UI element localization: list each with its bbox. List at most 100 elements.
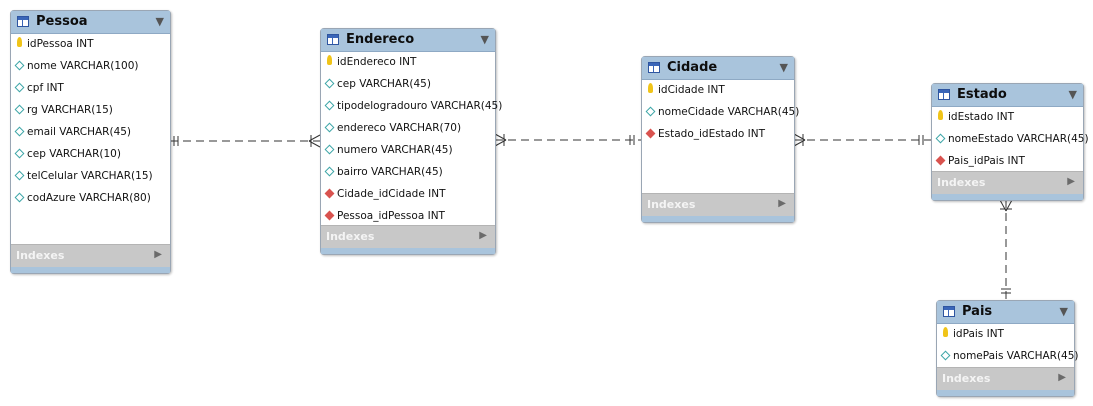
foreign-key-icon	[935, 155, 946, 166]
attribute-icon	[14, 126, 25, 137]
table-name: Cidade	[667, 60, 718, 75]
table-header[interactable]: Endereco ▼	[321, 29, 495, 52]
attribute-icon	[324, 78, 335, 89]
column-label: idPessoa INT	[27, 38, 94, 50]
table-footer	[321, 248, 495, 254]
column-row[interactable]: cpf INT	[11, 78, 170, 100]
column-label: nomeCidade VARCHAR(45)	[658, 106, 800, 118]
column-row[interactable]: idPais INT	[937, 324, 1074, 346]
column-label: idCidade INT	[658, 84, 725, 96]
table-name: Estado	[957, 87, 1007, 102]
column-label: cep VARCHAR(10)	[27, 148, 121, 160]
table-header[interactable]: Cidade ▼	[642, 57, 794, 80]
column-label: Pessoa_idPessoa INT	[337, 210, 445, 222]
column-row[interactable]: nomeCidade VARCHAR(45)	[642, 102, 799, 124]
chevron-down-icon[interactable]: ▼	[779, 61, 788, 74]
column-label: idPais INT	[953, 328, 1004, 340]
indexes-section[interactable]: Indexes ▶	[642, 193, 794, 216]
indexes-label: Indexes	[647, 198, 696, 211]
column-label: idEndereco INT	[337, 56, 417, 68]
indexes-label: Indexes	[16, 249, 65, 262]
attribute-icon	[14, 192, 25, 203]
table-icon	[17, 16, 29, 27]
column-row[interactable]: cep VARCHAR(10)	[11, 144, 170, 166]
indexes-section[interactable]: Indexes ▶	[11, 244, 170, 267]
chevron-down-icon[interactable]: ▼	[1059, 305, 1068, 318]
table-header[interactable]: Estado ▼	[932, 84, 1083, 107]
indexes-label: Indexes	[326, 230, 375, 243]
expand-arrow-icon[interactable]: ▶	[154, 249, 162, 260]
column-row[interactable]: endereco VARCHAR(70)	[321, 118, 495, 140]
table-estado[interactable]: Estado ▼ idEstado INT nomeEstado VARCHAR(45…	[931, 83, 1089, 201]
column-row[interactable]: rg VARCHAR(15)	[11, 100, 170, 122]
column-row[interactable]: idCidade INT	[642, 80, 794, 102]
attribute-icon	[324, 100, 335, 111]
column-row[interactable]: nome VARCHAR(100)	[11, 56, 170, 78]
table-endereco[interactable]: Endereco ▼ idEndereco INT cep VARCHAR(45) ti…	[320, 28, 502, 255]
column-label: codAzure VARCHAR(80)	[27, 192, 151, 204]
table-name: Pessoa	[36, 14, 88, 29]
column-row[interactable]: Cidade_idCidade INT	[321, 184, 495, 206]
table-icon	[943, 306, 955, 317]
column-label: Estado_idEstado INT	[658, 128, 766, 140]
table-name: Endereco	[346, 32, 415, 47]
column-row[interactable]: bairro VARCHAR(45)	[321, 162, 495, 184]
indexes-section[interactable]: Indexes ▶	[321, 225, 495, 248]
column-row[interactable]: Pessoa_idPessoa INT	[321, 206, 495, 228]
column-row[interactable]: cep VARCHAR(45)	[321, 74, 495, 96]
column-label: numero VARCHAR(45)	[337, 144, 453, 156]
chevron-down-icon[interactable]: ▼	[480, 33, 489, 46]
table-footer	[932, 194, 1083, 200]
expand-arrow-icon[interactable]: ▶	[1067, 176, 1075, 187]
column-row[interactable]: Estado_idEstado INT	[642, 124, 794, 146]
indexes-label: Indexes	[942, 372, 991, 385]
attribute-icon	[14, 148, 25, 159]
column-row[interactable]: codAzure VARCHAR(80)	[11, 188, 170, 210]
attribute-icon	[14, 170, 25, 181]
column-label: cep VARCHAR(45)	[337, 78, 431, 90]
table-footer	[642, 216, 794, 222]
foreign-key-icon	[324, 188, 335, 199]
expand-arrow-icon[interactable]: ▶	[479, 230, 487, 241]
indexes-section[interactable]: Indexes ▶	[932, 171, 1083, 194]
column-label: rg VARCHAR(15)	[27, 104, 113, 116]
column-row[interactable]: telCelular VARCHAR(15)	[11, 166, 170, 188]
table-footer	[11, 267, 170, 273]
table-icon	[648, 62, 660, 73]
column-row[interactable]: tipodelogradouro VARCHAR(45)	[321, 96, 502, 118]
relationship-estado-pais	[999, 199, 1013, 300]
column-list: idCidade INT nomeCidade VARCHAR(45) Estado…	[642, 80, 799, 146]
chevron-down-icon[interactable]: ▼	[155, 15, 164, 28]
column-label: nomeEstado VARCHAR(45)	[948, 133, 1089, 145]
column-label: idEstado INT	[948, 111, 1015, 123]
column-row[interactable]: email VARCHAR(45)	[11, 122, 170, 144]
table-header[interactable]: Pais▼	[937, 301, 1074, 324]
attribute-icon	[324, 144, 335, 155]
chevron-down-icon[interactable]: ▼	[1068, 88, 1077, 101]
column-label: Pais_idPais INT	[948, 155, 1025, 167]
column-row[interactable]: idEndereco INT	[321, 52, 495, 74]
indexes-label: Indexes	[937, 176, 986, 189]
column-label: cpf INT	[27, 82, 64, 94]
table-cidade[interactable]: Cidade ▼ idCidade INT nomeCidade VARCHAR(45…	[641, 56, 799, 223]
column-list: idEstado INT nomeEstado VARCHAR(45) Pais_i…	[932, 107, 1089, 173]
attribute-icon	[14, 82, 25, 93]
primary-key-icon	[938, 110, 943, 120]
table-header[interactable]: Pessoa ▼	[11, 11, 170, 34]
column-row[interactable]: Pais_idPais INT	[932, 151, 1083, 173]
column-label: nome VARCHAR(100)	[27, 60, 139, 72]
expand-arrow-icon[interactable]: ▶	[1058, 372, 1066, 383]
column-row[interactable]: idEstado INT	[932, 107, 1083, 129]
column-row[interactable]: numero VARCHAR(45)	[321, 140, 495, 162]
column-row[interactable]: idPessoa INT	[11, 34, 170, 56]
relationship-pessoa-endereco	[170, 134, 321, 148]
table-pessoa[interactable]: Pessoa ▼ idPessoa INT nome VARCHAR(100) cpf …	[10, 10, 171, 274]
table-footer	[937, 390, 1074, 396]
column-row[interactable]: nomeEstado VARCHAR(45)	[932, 129, 1089, 151]
expand-arrow-icon[interactable]: ▶	[778, 198, 786, 209]
column-row[interactable]: nomePais VARCHAR(45)	[937, 346, 1079, 368]
indexes-section[interactable]: Indexes ▶	[937, 367, 1074, 390]
column-label: endereco VARCHAR(70)	[337, 122, 462, 134]
